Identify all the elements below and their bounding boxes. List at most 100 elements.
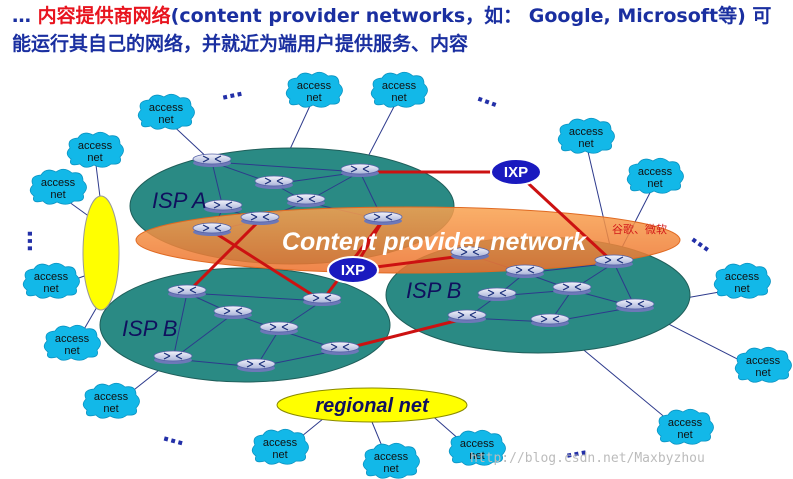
router-icon [530,313,570,327]
access-net-label-line1: access [55,333,90,345]
ellipsis-bottom-left: … [160,422,188,452]
access-net-label-line2: net [87,152,102,164]
router-icon [477,287,517,301]
regional-net: regional net [276,387,468,423]
cdn-company-note: 谷歌、微软 [612,222,667,236]
access-net-label-line1: access [263,437,298,449]
access-net-label-line1: access [34,271,69,283]
ixp-middle-label: IXP [341,262,365,279]
router-icon [615,298,655,312]
access-net-label-line2: net [647,178,662,190]
access-net-label-line2: net [755,367,770,379]
access-net-label-line2: net [734,283,749,295]
ellipsis-top-left: … [218,77,245,106]
isp-b-right-label: ISP B [406,278,461,303]
access-net-label-line1: access [94,391,129,403]
title-highlight: 内容提供商网络 [37,5,171,27]
routers [153,153,655,372]
router-icon [167,284,207,298]
access-net-label-line1: access [638,166,673,178]
access-net-label-line2: net [578,138,593,150]
yellow-regional-left [82,195,120,311]
access-net-label-line1: access [725,271,760,283]
access-net-label-line2: net [383,463,398,475]
access-nets: accessnetaccessnetaccessnetaccessnetacce… [22,71,792,479]
router-icon [302,292,342,306]
isp-link [211,161,361,173]
router-icon [320,341,360,355]
access-net-label-line1: access [374,451,409,463]
router-icon [153,350,193,364]
access-net-label-line1: access [668,417,703,429]
router-icon [259,321,299,335]
access-net-label-line1: access [569,126,604,138]
router-icon [286,193,326,207]
router-icon [552,281,592,295]
content-provider-label: Content provider network [282,228,587,256]
access-net-label-line2: net [64,345,79,357]
ixp-middle: IXP [327,256,379,284]
router-icon [236,358,276,372]
router-icon [594,254,634,268]
access-net-label-line2: net [272,449,287,461]
isp-link [186,292,323,302]
peering-link [185,218,262,295]
regional-net-label: regional net [315,395,430,417]
router-icon [192,153,232,167]
ellipsis-left: … [13,230,38,252]
router-icon [450,246,490,260]
access-net-label-line2: net [43,283,58,295]
access-net-label-line2: net [391,92,406,104]
access-net-label-line2: net [677,429,692,441]
router-icon [192,222,232,236]
access-net-label-line1: access [297,80,332,92]
title-rest: (content provider networks，如： Google, Mi… [12,5,772,55]
access-net-label-line1: access [382,80,417,92]
access-net-label-line1: access [460,438,495,450]
peering-link [514,170,616,265]
title-prefix: … [12,5,38,27]
access-net-label-line2: net [50,189,65,201]
router-icon [203,199,243,213]
router-icon [505,264,545,278]
peering-link [339,316,468,352]
ellipsis-bottom-right: … [563,435,589,463]
access-net-label-line2: net [103,403,118,415]
access-net-label-line1: access [149,102,184,114]
ellipsis-right: … [687,224,719,257]
ellipsis-top-right: … [474,82,503,113]
access-net-label-line1: access [746,355,781,367]
access-net-label-line1: access [78,140,113,152]
router-icon [213,305,253,319]
isp-a-label: ISP A [152,188,207,213]
ixp-top: IXP [490,158,542,186]
slide-title: … 内容提供商网络(content provider networks，如： G… [12,2,787,58]
access-net-label-line2: net [158,114,173,126]
ixp-top-label: IXP [504,164,528,181]
router-icon [447,309,487,323]
isp-link [172,292,188,360]
watermark: http://blog.csdn.net/Maxbyzhou [470,451,705,466]
peering-link [211,229,323,303]
access-net-label-line2: net [306,92,321,104]
router-icon [363,211,403,225]
router-icon [340,163,380,177]
router-icon [240,211,280,225]
access-net-label-line2: net [469,450,484,462]
